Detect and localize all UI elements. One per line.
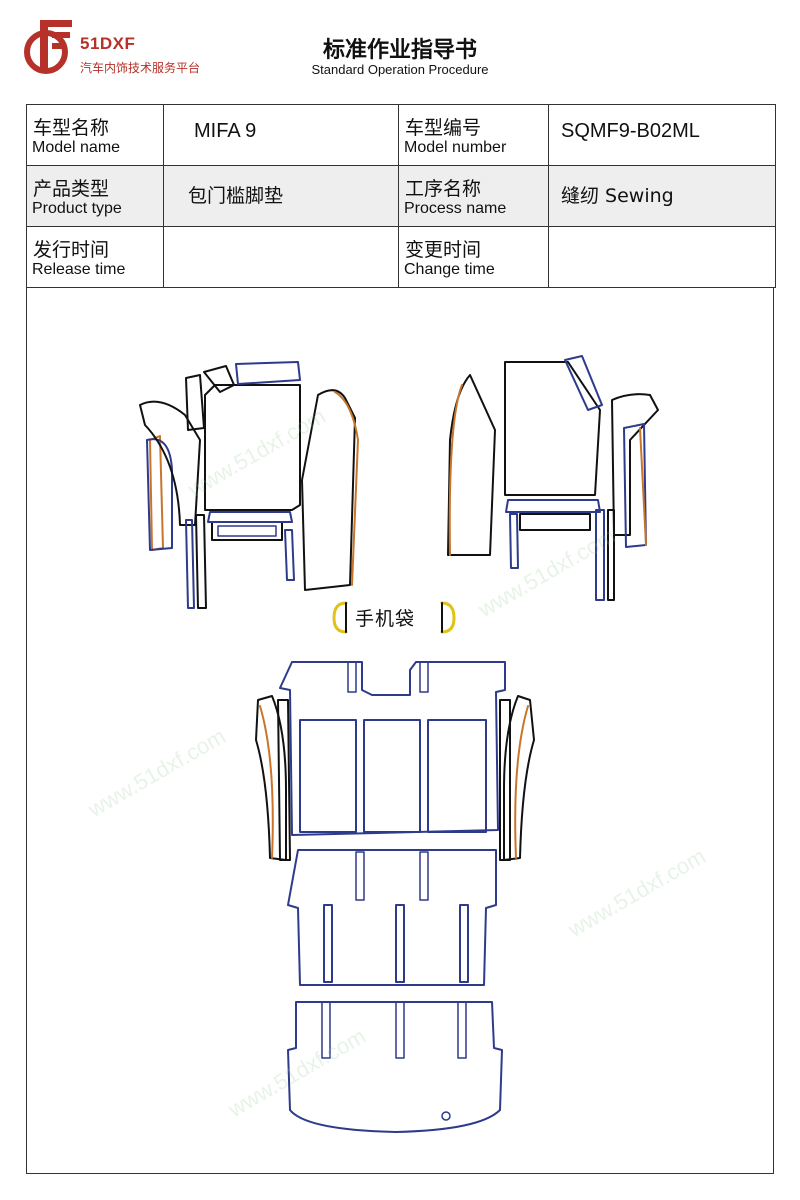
rear-cargo-mat xyxy=(287,1001,503,1133)
left-top-strip xyxy=(235,361,301,385)
model-name-label-en: Model name xyxy=(32,139,121,156)
model-number-value: SQMF9-B02ML xyxy=(561,120,700,142)
left-sill-long-strip xyxy=(277,699,291,861)
change-time-label-zh: 变更时间 xyxy=(405,239,482,261)
right-narrow-strip-1 xyxy=(509,513,519,569)
right-narrow-strip-2 xyxy=(595,509,605,601)
document-title: 标准作业指导书 xyxy=(322,38,477,63)
right-curved-panel-outer xyxy=(447,374,496,556)
left-bottom-slot-bar-inner xyxy=(217,525,277,537)
front-row-slot-2 xyxy=(419,661,429,693)
right-sill-long-curved xyxy=(503,695,535,861)
front-row-cell-3 xyxy=(427,719,487,833)
right-narrow-strip-3 xyxy=(607,509,615,601)
diagram-area xyxy=(26,287,774,1174)
left-door-sill-pieces xyxy=(139,361,359,609)
right-bottom-slot-bar xyxy=(519,513,591,531)
info-table: 车型名称 Model name MIFA 9 车型编号 Model number… xyxy=(26,104,776,288)
change-time-value-cell xyxy=(548,226,776,288)
phone-bag-label: 手机袋 xyxy=(355,608,416,630)
front-row-cell-1 xyxy=(299,719,357,833)
product-type-label-zh: 产品类型 xyxy=(33,178,110,200)
left-main-mat xyxy=(204,384,301,511)
left-vertical-stick xyxy=(284,529,295,581)
right-bottom-strip xyxy=(505,499,601,513)
middle-row-mat xyxy=(287,849,497,986)
left-sill-long-orange xyxy=(259,705,274,859)
model-name-label-zh: 车型名称 xyxy=(33,117,110,139)
product-type-label-cell: 产品类型 Product type xyxy=(26,165,164,227)
right-curved-edge-orange xyxy=(448,384,463,556)
right-sill-long-strip xyxy=(499,699,511,861)
info-row-time: 发行时间 Release time 变更时间 Change time xyxy=(26,226,776,288)
process-name-label-en: Process name xyxy=(404,200,507,217)
front-row-mat xyxy=(279,661,506,836)
change-time-label-en: Change time xyxy=(404,261,495,278)
left-sill-strip-orange xyxy=(149,435,164,551)
rear-cargo-slot-3 xyxy=(457,1001,467,1059)
right-curved-panel xyxy=(611,393,659,536)
header: 51DXF 汽车内饰技术服务平台 标准作业指导书 Standard Operat… xyxy=(0,0,800,100)
phone-bag-left-bracket xyxy=(332,601,348,634)
right-sill-strip-orange xyxy=(639,427,647,546)
left-narrow-strip-1 xyxy=(185,519,195,609)
rear-cargo-hole-icon xyxy=(441,1111,451,1121)
left-side-tall-edge xyxy=(334,391,359,586)
model-number-value-cell: SQMF9-B02ML xyxy=(548,104,776,166)
process-name-label-zh: 工序名称 xyxy=(405,178,482,200)
product-type-value-cell: 包门槛脚垫 xyxy=(163,165,399,227)
model-name-value: MIFA 9 xyxy=(194,120,257,142)
product-type-label-en: Product type xyxy=(32,200,122,217)
right-sill-long-orange xyxy=(514,705,529,859)
release-time-label-cell: 发行时间 Release time xyxy=(26,226,164,288)
brand-logo-icon xyxy=(24,20,72,74)
change-time-label-cell: 变更时间 Change time xyxy=(398,226,549,288)
front-row-cell-2 xyxy=(363,719,421,833)
document-subtitle: Standard Operation Procedure xyxy=(311,62,489,77)
left-tab-piece-2 xyxy=(203,365,235,393)
middle-row-slot-2 xyxy=(419,851,429,901)
left-bottom-slot-bar xyxy=(211,521,283,541)
rear-cargo-slot-2 xyxy=(395,1001,405,1059)
process-name-value-cell: 缝纫 Sewing xyxy=(548,165,776,227)
middle-row-cell-1 xyxy=(323,904,333,983)
middle-row-cell-3 xyxy=(459,904,469,983)
left-sill-strip-outer xyxy=(146,438,173,551)
model-number-label-cell: 车型编号 Model number xyxy=(398,104,549,166)
rear-cargo-slot-1 xyxy=(321,1001,331,1059)
left-bottom-strip xyxy=(207,511,293,523)
info-row-product: 产品类型 Product type 包门槛脚垫 工序名称 Process nam… xyxy=(26,165,776,227)
left-side-tall-panel xyxy=(301,389,356,591)
center-floor-mat-pieces xyxy=(255,661,535,1133)
brand-name: 51DXF xyxy=(80,34,136,53)
left-narrow-strip-2 xyxy=(195,514,207,609)
middle-row-slot-1 xyxy=(355,851,365,901)
front-row-slot-1 xyxy=(347,661,357,693)
model-number-label-en: Model number xyxy=(404,139,507,156)
left-curved-panel xyxy=(139,400,201,526)
brand-tagline: 汽车内饰技术服务平台 xyxy=(80,61,201,75)
right-top-notch xyxy=(564,355,603,411)
phone-bag-right-bracket xyxy=(440,601,456,634)
release-time-label-zh: 发行时间 xyxy=(33,239,110,261)
right-door-sill-pieces xyxy=(447,355,659,601)
model-number-label-zh: 车型编号 xyxy=(405,117,482,139)
middle-row-cell-2 xyxy=(395,904,405,983)
release-time-label-en: Release time xyxy=(32,261,126,278)
info-row-model: 车型名称 Model name MIFA 9 车型编号 Model number… xyxy=(26,104,776,166)
product-type-value: 包门槛脚垫 xyxy=(188,185,284,207)
right-main-mat xyxy=(504,361,601,496)
process-name-value: 缝纫 Sewing xyxy=(561,185,674,207)
release-time-value-cell xyxy=(163,226,399,288)
model-name-value-cell: MIFA 9 xyxy=(163,104,399,166)
process-name-label-cell: 工序名称 Process name xyxy=(398,165,549,227)
